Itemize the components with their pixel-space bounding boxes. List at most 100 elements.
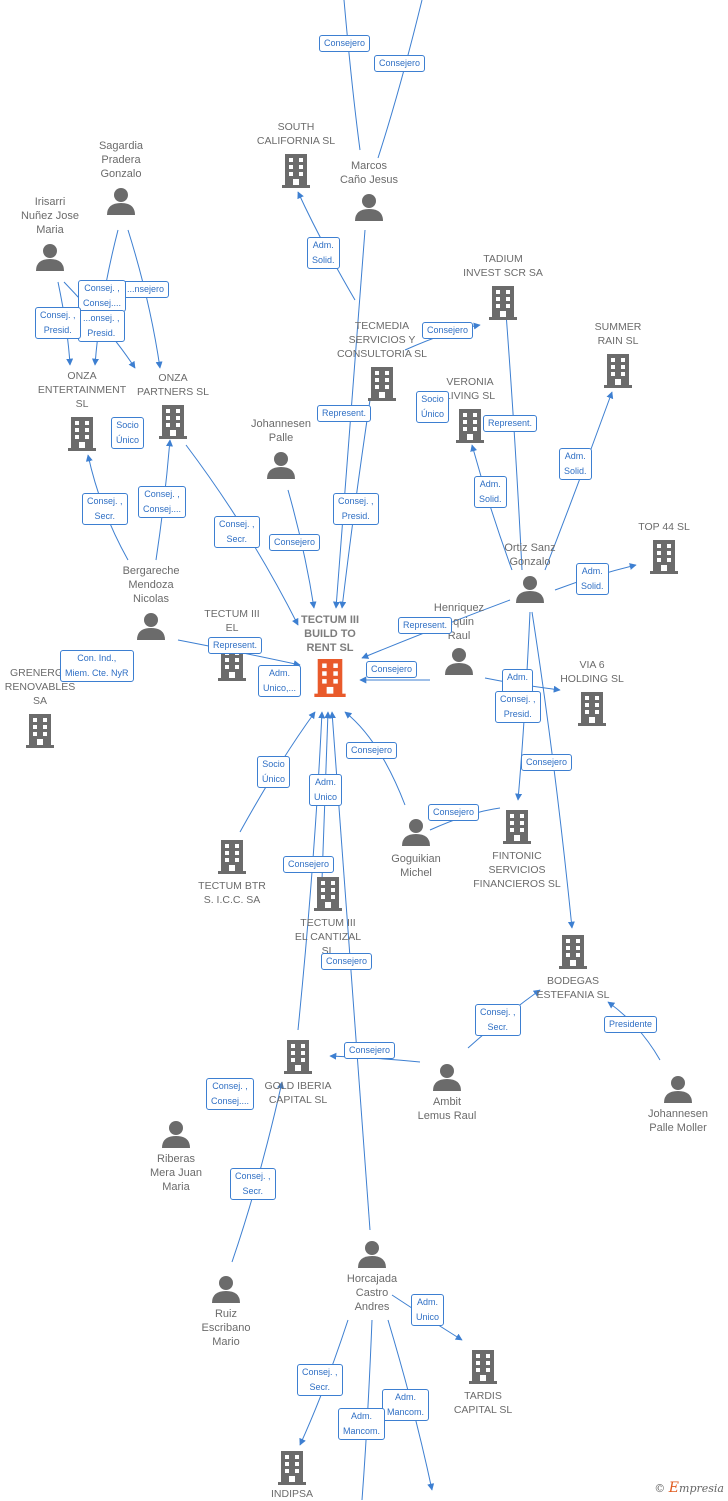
person-node[interactable]: Irisarri Nuñez Jose Maria <box>6 195 94 271</box>
relation-label[interactable]: Con. Ind., Miem. Cte. NyR <box>60 650 134 682</box>
company-node[interactable]: TOP 44 SL <box>626 520 702 574</box>
relation-label[interactable]: Socio Único <box>111 417 145 449</box>
person-icon <box>212 1275 240 1303</box>
relation-label[interactable]: Consej. , Secr. <box>82 493 128 525</box>
relation-label[interactable]: Adm. Solid. <box>474 476 507 508</box>
building-icon <box>559 935 587 969</box>
node-name: INDIPSA <box>270 1488 313 1500</box>
company-node[interactable]: VERONIA LIVING SL <box>430 375 510 443</box>
person-icon <box>358 1240 386 1268</box>
relation-label[interactable]: Consejero <box>319 35 371 52</box>
relation-label[interactable]: Consejero <box>344 1042 396 1059</box>
relation-label[interactable]: Represent. <box>483 415 538 432</box>
relation-label[interactable]: Adm. Unico <box>411 1294 445 1326</box>
person-node[interactable]: Horcajada Castro Andres <box>330 1240 414 1314</box>
edge <box>343 0 361 151</box>
node-name: TECTUM III EL CANTIZAL SL <box>294 917 362 957</box>
company-node[interactable]: ONZA ENTERTAINMENT SL <box>32 369 132 451</box>
building-icon <box>604 354 632 388</box>
relation-label[interactable]: Consej. , Presid. <box>333 493 379 525</box>
node-name: TECTUM BTR S. I.C.C. SA <box>198 880 266 906</box>
edge <box>470 444 513 571</box>
relation-label[interactable]: Socio Único <box>257 756 291 788</box>
person-node[interactable]: Bergareche Mendoza Nicolas <box>106 564 196 640</box>
relation-label[interactable]: Consej. , Consej.... <box>206 1078 255 1110</box>
edge <box>501 299 523 571</box>
relation-label[interactable]: Adm. Solid. <box>559 448 592 480</box>
relation-label[interactable]: Socio Único <box>416 391 450 423</box>
node-name: Riberas Mera Juan Maria <box>150 1153 202 1193</box>
relation-label[interactable]: Represent. <box>208 637 263 654</box>
person-icon <box>664 1075 692 1103</box>
relation-label[interactable]: Consejero <box>428 804 480 821</box>
relation-label[interactable]: ...nsejero <box>122 281 170 298</box>
relation-label[interactable]: Adm. Unico <box>309 774 343 806</box>
node-name: SUMMER RAIN SL <box>594 321 642 347</box>
company-node[interactable]: ONZA PARTNERS SL <box>128 371 218 439</box>
relation-label[interactable]: Consej. , Consej.... <box>78 280 127 312</box>
person-icon <box>162 1120 190 1148</box>
person-node[interactable]: Ruiz Escribano Mario <box>184 1275 268 1349</box>
relation-label[interactable]: Adm. Unico,... <box>258 665 302 697</box>
person-node[interactable]: Henriquez ...quin Raul <box>418 601 500 675</box>
relation-label[interactable]: Consej. , Presid. <box>495 691 541 723</box>
person-node[interactable]: Marcos Caño Jesus <box>324 159 414 221</box>
company-node[interactable]: GRENERGY RENOVABLES SA <box>0 666 80 748</box>
node-name: SOUTH CALIFORNIA SL <box>256 121 336 147</box>
relation-label[interactable]: Consej. , Secr. <box>297 1364 343 1396</box>
relation-label[interactable]: Consejero <box>321 953 373 970</box>
company-node[interactable]: TECMEDIA SERVICIOS Y CONSULTORIA SL <box>326 319 438 401</box>
node-name: ONZA ENTERTAINMENT SL <box>37 370 127 410</box>
company-node[interactable]: TARDIS CAPITAL SL <box>440 1350 526 1417</box>
building-icon <box>282 154 310 188</box>
relation-label[interactable]: Consejero <box>346 742 398 759</box>
relation-label[interactable]: Consejero <box>422 322 474 339</box>
relation-label[interactable]: Consej. , Secr. <box>230 1168 276 1200</box>
company-node[interactable]: SOUTH CALIFORNIA SL <box>246 120 346 188</box>
company-node[interactable]: BODEGAS ESTEFANIA SL <box>524 935 622 1002</box>
company-node[interactable]: GOLD IBERIA CAPITAL SL <box>254 1040 342 1107</box>
node-name: Horcajada Castro Andres <box>346 1273 398 1313</box>
node-name: VIA 6 HOLDING SL <box>560 659 624 685</box>
person-node[interactable]: Riberas Mera Juan Maria <box>134 1120 218 1194</box>
relation-label[interactable]: Consejero <box>366 661 418 678</box>
node-name: GOLD IBERIA CAPITAL SL <box>264 1080 332 1106</box>
person-icon <box>433 1063 461 1091</box>
relation-label[interactable]: Presidente <box>604 1016 658 1033</box>
company-node[interactable]: TECTUM BTR S. I.C.C. SA <box>186 840 278 907</box>
relation-label[interactable]: Adm. Mancom. <box>382 1389 430 1421</box>
company-node[interactable]: TADIUM INVEST SCR SA <box>453 252 553 320</box>
company-node[interactable]: TECTUM III EL CANTIZAL SL <box>282 877 374 958</box>
person-node[interactable]: Ambit Lemus Raul <box>406 1063 488 1123</box>
building-icon <box>314 659 346 697</box>
edge <box>377 0 423 159</box>
brand-name: mpresia <box>679 1482 724 1495</box>
person-node[interactable]: Ortiz Sanz Gonzalo <box>486 541 574 603</box>
relation-label[interactable]: Consejero <box>283 856 335 873</box>
relation-label[interactable]: Adm. Solid. <box>576 563 609 595</box>
relation-label[interactable]: Represent. <box>317 405 372 422</box>
person-node[interactable]: Sagardia Pradera Gonzalo <box>76 139 166 215</box>
relation-label[interactable]: Adm. Solid. <box>307 237 340 269</box>
relation-label[interactable]: Consej. , Consej.... <box>138 486 187 518</box>
relation-label[interactable]: Adm. Mancom. <box>338 1408 386 1440</box>
person-node[interactable]: Goguikian Michel <box>376 818 456 880</box>
relation-label[interactable]: Consej. , Secr. <box>475 1004 521 1036</box>
relation-label[interactable]: ...onsej. , Presid. <box>78 310 125 342</box>
person-node[interactable]: Johannesen Palle Moller <box>636 1075 720 1135</box>
company-node[interactable]: FINTONIC SERVICIOS FINANCIEROS SL <box>464 810 570 891</box>
building-icon <box>578 692 606 726</box>
company-node[interactable]: INDIPSA <box>256 1451 328 1501</box>
person-icon <box>445 647 473 675</box>
relation-label[interactable]: Represent. <box>398 617 453 634</box>
company-node[interactable]: SUMMER RAIN SL <box>578 320 658 388</box>
relation-label[interactable]: Consej. , Presid. <box>35 307 81 339</box>
node-name: TOP 44 SL <box>638 521 690 533</box>
relation-label[interactable]: Consej. , Secr. <box>214 516 260 548</box>
focus-company-node[interactable]: TECTUM III BUILD TO RENT SL <box>284 613 376 697</box>
relation-label[interactable]: Consejero <box>269 534 321 551</box>
person-node[interactable]: Johannesen Palle <box>236 417 326 479</box>
relation-label[interactable]: Consejero <box>374 55 426 72</box>
company-node[interactable]: VIA 6 HOLDING SL <box>552 658 632 726</box>
relation-label[interactable]: Consejero <box>521 754 573 771</box>
